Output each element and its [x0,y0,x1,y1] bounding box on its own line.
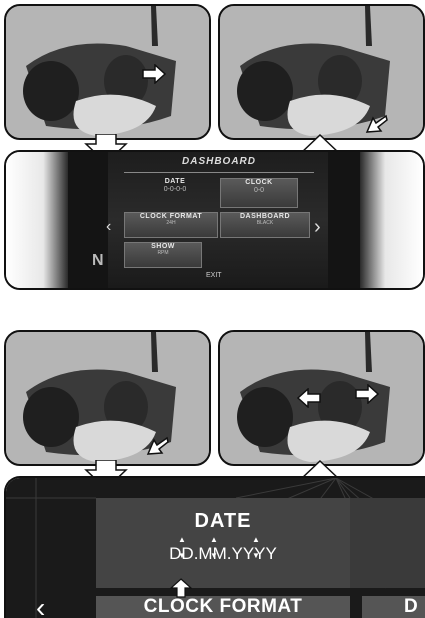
menu-tile-date[interactable]: DATE 0-0-0-0 [138,178,212,206]
date-title: DATE [96,510,350,533]
date-format[interactable]: DD.MM.YYYY [96,544,350,564]
dashboard-cut-label: D [404,596,418,618]
spinner-up-down-icon: ▲▼ [252,536,260,560]
spinner-up-down-icon: ▲▼ [210,536,218,560]
left-chevron-icon[interactable]: ‹ [36,592,45,618]
right-chevron-icon[interactable]: › [314,216,321,239]
menu-tile-show[interactable]: SHOW RPM [124,242,202,268]
spinner-up-down-icon: ▲▼ [178,536,186,560]
handlebar-photo-3 [4,330,211,466]
dashboard-title: DASHBOARD [182,156,256,167]
handlebar-photo-1 [4,4,211,140]
dashboard-header: DASHBOARD [124,156,314,173]
menu-tile-clock-format[interactable]: CLOCK FORMAT 24H [124,212,218,238]
exit-label[interactable]: EXIT [206,272,222,279]
dashboard-screen-panel: N DASHBOARD DATE 0-0-0-0 CLOCK 0-0 CLOCK… [4,150,425,290]
gear-indicator: N [92,252,104,270]
date-zoom-panel: DATE DD.MM.YYYY ▲▼ ▲▼ ▲▼ CLOCK FORMAT D … [4,476,425,618]
left-chevron-icon[interactable]: ‹ [106,218,111,236]
menu-tile-clock[interactable]: CLOCK 0-0 [220,178,298,208]
menu-tile-dashboard[interactable]: DASHBOARD BLACK [220,212,310,238]
handlebar-photo-4 [218,330,425,466]
handlebar-photo-2 [218,4,425,140]
clock-format-label[interactable]: CLOCK FORMAT [96,596,350,618]
